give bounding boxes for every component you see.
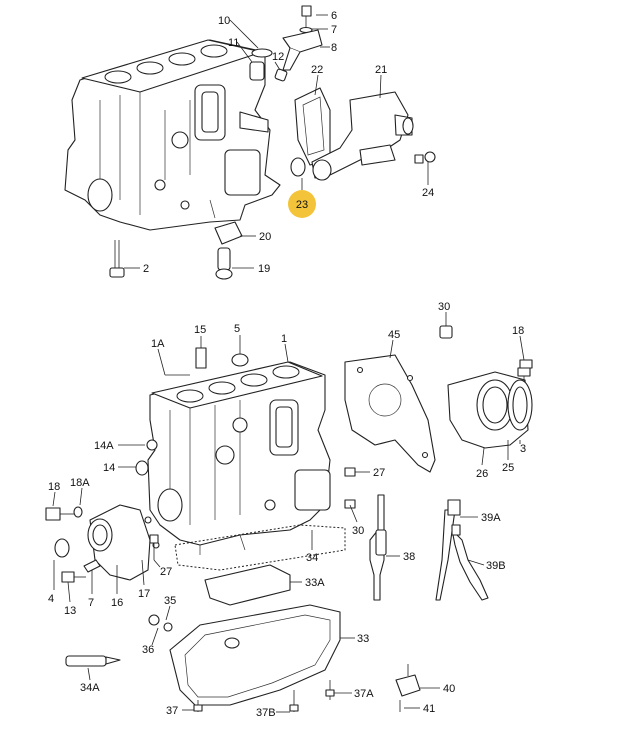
callout-38: 38 <box>403 551 415 563</box>
callout-13: 13 <box>64 605 76 617</box>
callout-15: 15 <box>194 324 206 336</box>
callout-23-label: 23 <box>296 199 308 211</box>
bottom-callout-labels: 30 18 15 5 1 45 1A 14A 14 3 26 25 18A 18… <box>48 301 526 719</box>
oil-pan-assembly <box>65 524 421 712</box>
callout-18-right: 18 <box>512 325 524 337</box>
callout-34: 34 <box>306 552 318 564</box>
callout-12: 12 <box>272 51 284 63</box>
callout-37: 37 <box>166 705 178 717</box>
callout-20: 20 <box>259 231 271 243</box>
callout-41: 41 <box>423 703 435 715</box>
callout-5: 5 <box>234 323 240 335</box>
callout-37B: 37B <box>256 707 276 719</box>
lower-cylinder-block <box>147 361 331 555</box>
callout-26: 26 <box>476 468 488 480</box>
callout-40: 40 <box>443 683 455 695</box>
callout-21: 21 <box>375 64 387 76</box>
callout-25: 25 <box>502 462 514 474</box>
callout-36: 36 <box>142 644 154 656</box>
callout-14A: 14A <box>94 440 114 452</box>
callout-1: 1 <box>281 333 287 345</box>
callout-4: 4 <box>48 593 54 605</box>
upper-cylinder-block <box>64 39 281 231</box>
callout-39B: 39B <box>486 560 506 572</box>
callout-6: 6 <box>331 10 337 22</box>
top-leader-lines <box>124 14 429 269</box>
callout-23-highlighted[interactable]: 23 <box>288 190 316 218</box>
callout-18A: 18A <box>70 477 90 489</box>
top-callout-labels: 10 6 7 8 11 12 22 21 24 20 2 19 <box>143 10 434 275</box>
callout-27-left: 27 <box>160 566 172 578</box>
callout-19: 19 <box>258 263 270 275</box>
callout-8: 8 <box>331 42 337 54</box>
callout-30-top: 30 <box>438 301 450 313</box>
callout-1A: 1A <box>151 338 165 350</box>
callout-27-right: 27 <box>373 467 385 479</box>
callout-18-left: 18 <box>48 481 60 493</box>
front-seal-flange <box>45 504 160 583</box>
callout-7: 7 <box>331 24 337 36</box>
callout-14: 14 <box>103 462 115 474</box>
rear-seal-flange <box>447 367 533 449</box>
callout-11: 11 <box>228 37 239 49</box>
callout-10: 10 <box>218 15 230 27</box>
callout-37A: 37A <box>354 688 374 700</box>
bottom-leader-lines <box>52 312 525 713</box>
callout-17: 17 <box>138 588 150 600</box>
callout-24: 24 <box>422 187 434 199</box>
dipstick-and-tubes <box>369 325 533 601</box>
front-small-parts <box>135 347 356 560</box>
callout-3: 3 <box>520 443 526 455</box>
callout-7-lower: 7 <box>88 597 94 609</box>
rear-flywheel-cover <box>344 354 436 473</box>
callout-22: 22 <box>311 64 323 76</box>
callout-16: 16 <box>111 597 123 609</box>
callout-30-mid: 30 <box>352 525 364 537</box>
callout-39A: 39A <box>481 512 501 524</box>
top-small-parts <box>109 5 436 280</box>
callout-34A: 34A <box>80 682 100 694</box>
callout-35: 35 <box>164 595 176 607</box>
callout-45: 45 <box>388 329 400 341</box>
callout-33: 33 <box>357 633 369 645</box>
callout-2: 2 <box>143 263 149 275</box>
callout-33A: 33A <box>305 577 325 589</box>
